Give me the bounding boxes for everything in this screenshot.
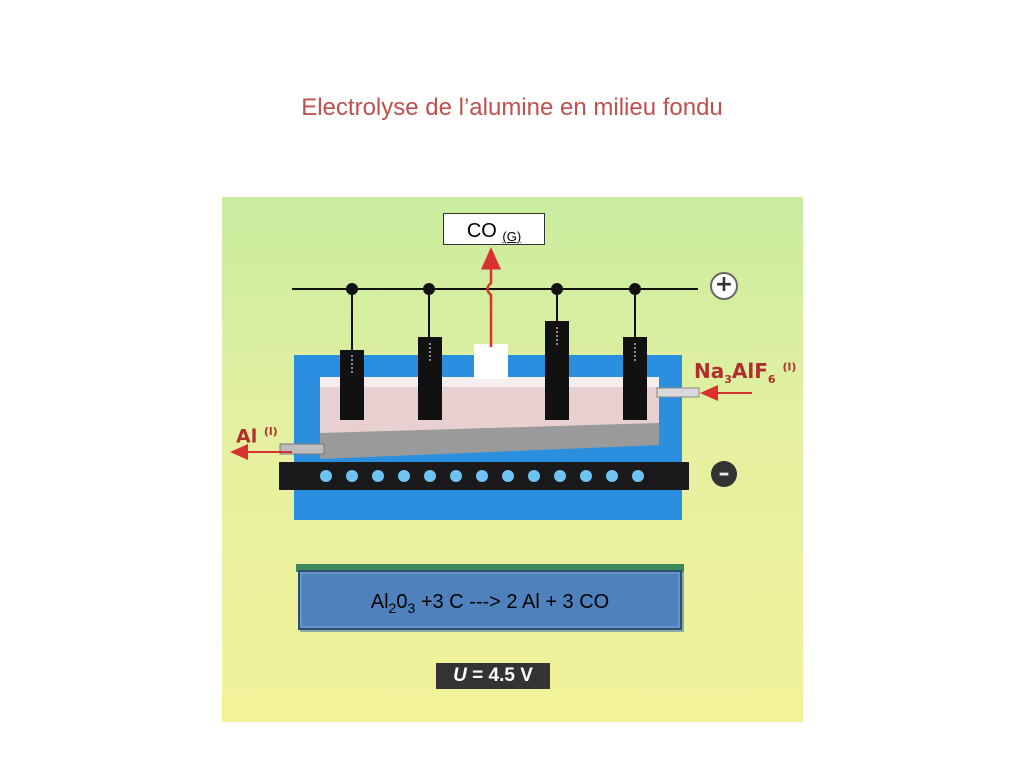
electrolysis-diagram: CO (G) + – Na3AlF6 (l) Al (l) Al203 +3 C… <box>222 197 803 722</box>
cathode-hole <box>606 470 618 482</box>
cathode-hole <box>398 470 410 482</box>
molten-aluminium <box>320 423 659 459</box>
cathode-hole <box>528 470 540 482</box>
gas-formula: CO <box>466 220 497 242</box>
molten-bath <box>320 377 659 433</box>
cryolite-label: Na3AlF6 (l) <box>694 359 797 386</box>
cathode-hole <box>450 470 462 482</box>
cathode-hole <box>346 470 358 482</box>
cathode-hole <box>372 470 384 482</box>
anode <box>545 283 569 420</box>
bath-top-layer <box>320 377 659 387</box>
anode <box>340 283 364 420</box>
anode <box>623 283 647 420</box>
cathode-hole <box>580 470 592 482</box>
cryolite-inlet <box>656 387 700 398</box>
equation-box-top <box>296 564 684 572</box>
aluminium-outlet <box>279 443 325 455</box>
aluminium-label: Al (l) <box>236 425 278 448</box>
gas-state: (G) <box>502 229 522 244</box>
minus-icon: – <box>711 461 737 487</box>
electrolysis-cell <box>230 247 752 520</box>
anode <box>418 283 442 420</box>
reaction-equation: Al203 +3 C ---> 2 Al + 3 CO <box>298 570 682 630</box>
page-title: Electrolyse de l’alumine en milieu fondu <box>301 94 723 121</box>
cathode-hole <box>632 470 644 482</box>
cathode-hole <box>476 470 488 482</box>
plus-icon: + <box>710 272 738 300</box>
cathode-holes <box>320 470 644 482</box>
cathode-hole <box>424 470 436 482</box>
cathode-hole <box>320 470 332 482</box>
voltage-label: U = 4.5 V <box>436 663 550 689</box>
cathode-hole <box>502 470 514 482</box>
cathode-hole <box>554 470 566 482</box>
gas-chimney <box>474 344 508 379</box>
gas-product-label: CO (G) <box>443 213 545 245</box>
up-arrow-icon <box>481 247 501 347</box>
